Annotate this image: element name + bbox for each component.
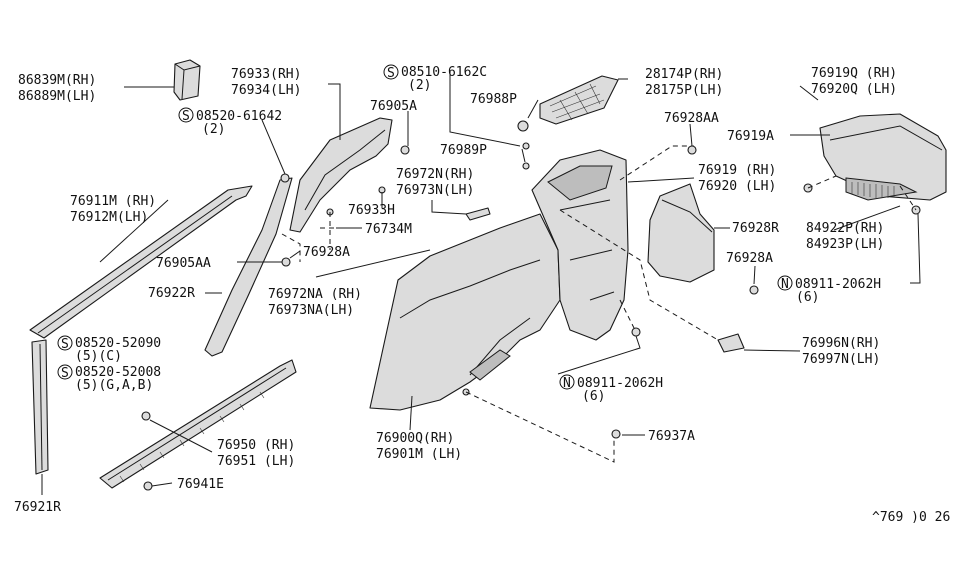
label-84922p: 84922P(RH): [806, 221, 884, 236]
part-76900q-side-panel: [369, 213, 561, 411]
label-76901m: 76901M (LH): [376, 447, 462, 462]
label-76972na: 76972NA (RH): [268, 287, 362, 302]
part-76996n-clip: [717, 333, 745, 353]
part-84922p-grille: [845, 177, 918, 201]
part-76922r-pillar: [204, 177, 293, 357]
fasteners: [141, 120, 921, 491]
screw-symbol-08510: S: [383, 64, 399, 81]
label-76933h: 76933H: [348, 203, 395, 218]
label-76905a: 76905A: [370, 99, 417, 114]
label-86889m: 86889M(LH): [18, 89, 96, 104]
reference-code: ^769 )0 26: [872, 510, 950, 525]
label-76920: 76920 (LH): [698, 179, 776, 194]
label-08520-61642-qty: (2): [202, 122, 225, 137]
label-08520-52008-qty: (5)(G,A,B): [75, 378, 153, 393]
dashed-lines: [281, 145, 917, 463]
part-76919-quarter-panel: [531, 149, 629, 341]
part-76921r-strip: [31, 339, 49, 475]
svg-text:S: S: [387, 66, 395, 81]
label-76950: 76950 (RH): [217, 438, 295, 453]
label-08911-right: 08911-2062H: [795, 277, 881, 292]
label-76928a-right: 76928A: [726, 251, 773, 266]
svg-text:S: S: [61, 366, 69, 381]
label-76996n: 76996N(RH): [802, 336, 880, 351]
label-76734m: 76734M: [365, 222, 412, 237]
svg-text:N: N: [563, 376, 571, 391]
label-76928r: 76928R: [732, 221, 779, 236]
label-08510: 08510-6162C: [401, 65, 487, 80]
label-76911m: 76911M (RH): [70, 194, 156, 209]
label-84923p: 84923P(LH): [806, 237, 884, 252]
label-76937a: 76937A: [648, 429, 695, 444]
label-76934: 76934(LH): [231, 83, 301, 98]
label-76900q: 76900Q(RH): [376, 431, 454, 446]
part-labels: 86839M(RH) 86889M(LH) 76933(RH) 76934(LH…: [14, 65, 950, 525]
label-76972n: 76972N(RH): [396, 167, 474, 182]
label-28174p: 28174P(RH): [645, 67, 723, 82]
label-76919: 76919 (RH): [698, 163, 776, 178]
label-76933: 76933(RH): [231, 67, 301, 82]
part-76933-upper-trim: [289, 117, 393, 233]
part-28174p-net: [539, 75, 619, 125]
label-76912m: 76912M(LH): [70, 210, 148, 225]
label-76988p: 76988P: [470, 92, 517, 107]
label-86839m: 86839M(RH): [18, 73, 96, 88]
label-08520-52008: 08520-52008: [75, 365, 161, 380]
label-76951: 76951 (LH): [217, 454, 295, 469]
leader-lines: [41, 71, 921, 495]
label-08510-qty: (2): [408, 78, 431, 93]
label-76919q: 76919Q (RH): [811, 66, 897, 81]
label-08520-52090: 08520-52090: [75, 336, 161, 351]
svg-text:S: S: [61, 337, 69, 352]
label-76922r: 76922R: [148, 286, 195, 301]
label-76919a: 76919A: [727, 129, 774, 144]
label-76973na: 76973NA(LH): [268, 303, 354, 318]
label-76928a-left: 76928A: [303, 245, 350, 260]
svg-text:S: S: [182, 109, 190, 124]
part-76911m-pillar: [29, 185, 253, 339]
label-08911-mid: 08911-2062H: [577, 376, 663, 391]
label-76941e: 76941E: [177, 477, 224, 492]
part-76972n-bracket: [465, 207, 491, 221]
label-76973n: 76973N(LH): [396, 183, 474, 198]
part-76950-sill: [99, 359, 297, 489]
label-28175p: 28175P(LH): [645, 83, 723, 98]
label-76921r: 76921R: [14, 500, 61, 515]
circle-symbols: S S S S N N: [57, 64, 793, 391]
label-76997n: 76997N(LH): [802, 352, 880, 367]
part-76928r-cover: [647, 183, 715, 283]
screw-symbol-08520-52090: S: [57, 335, 73, 352]
label-08520-52090-qty: (5)(C): [75, 349, 122, 364]
label-76905aa: 76905AA: [156, 256, 211, 271]
screw-symbol-08520-61642: S: [178, 107, 194, 124]
label-08520-61642: 08520-61642: [196, 109, 282, 124]
svg-text:N: N: [781, 277, 789, 292]
part-86839m-box: [173, 59, 201, 101]
label-08911-mid-qty: (6): [582, 389, 605, 404]
label-76920q: 76920Q (LH): [811, 82, 897, 97]
nut-symbol-08911-right: N: [777, 275, 793, 292]
label-76989p: 76989P: [440, 143, 487, 158]
label-76928aa: 76928AA: [664, 111, 719, 126]
label-08911-right-qty: (6): [796, 290, 819, 305]
screw-symbol-08520-52008: S: [57, 364, 73, 381]
nut-symbol-08911-mid: N: [559, 374, 575, 391]
